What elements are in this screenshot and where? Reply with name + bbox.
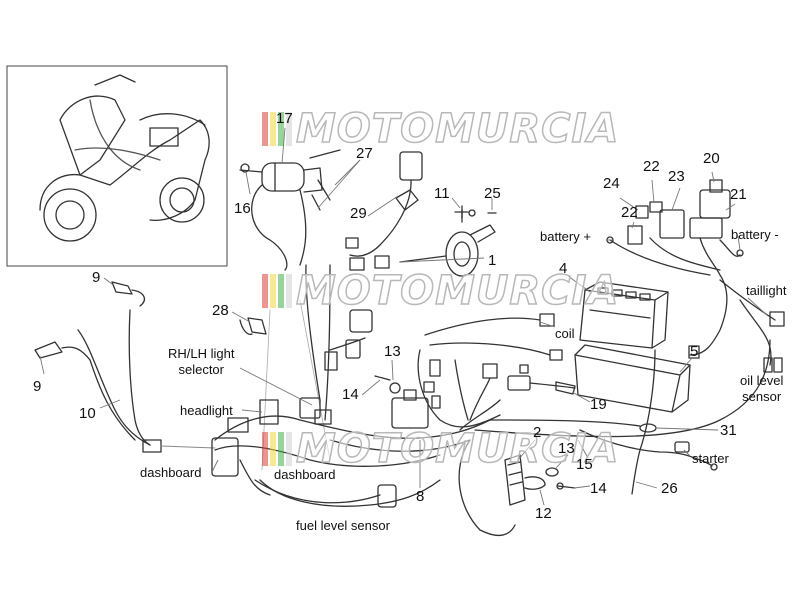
label-battery-plus: battery + — [540, 229, 591, 244]
callout-4: 4 — [559, 260, 568, 277]
callout-19: 19 — [590, 396, 607, 413]
part-16-17-27 — [239, 149, 341, 271]
part-29-connector — [345, 151, 423, 271]
watermark-bar — [262, 274, 268, 308]
callout-13b: 13 — [558, 440, 575, 457]
callout-11: 11 — [434, 185, 450, 202]
part-13-14-relay — [374, 375, 429, 429]
watermark-bar — [262, 432, 268, 466]
callout-24: 24 — [603, 175, 620, 192]
watermark-text-1: MOTOMURCIA — [295, 105, 620, 153]
part-1-horn — [399, 209, 496, 277]
watermark-bar — [286, 432, 292, 466]
label-dashboard-center: dashboard — [274, 467, 336, 482]
part-4-battery — [579, 281, 669, 349]
part-2-12-regulator — [504, 454, 576, 506]
callout-27: 27 — [356, 145, 373, 162]
watermark-bar — [286, 112, 292, 146]
watermark-bars-1 — [262, 112, 292, 146]
watermark-bar — [270, 274, 276, 308]
callout-21: 21 — [730, 186, 747, 203]
callout-22a: 22 — [643, 158, 660, 175]
callout-15: 15 — [576, 456, 593, 473]
callout-2: 2 — [533, 424, 542, 441]
callout-25: 25 — [484, 185, 501, 202]
watermark-bar — [286, 274, 292, 308]
main-harness-8 — [211, 264, 491, 508]
callout-9b: 9 — [33, 378, 42, 395]
label-coil: coil — [555, 326, 575, 341]
part-5-battery-tray — [574, 344, 691, 413]
callout-9a: 9 — [92, 269, 101, 286]
part-11-25-bolts — [454, 205, 497, 219]
callout-14a: 14 — [342, 386, 359, 403]
callout-26: 26 — [661, 480, 678, 497]
callout-16: 16 — [234, 200, 251, 217]
callout-20: 20 — [703, 150, 720, 167]
callout-17: 17 — [276, 110, 293, 127]
coil-harness — [417, 313, 771, 537]
label-dashboard-left: dashboard — [140, 465, 202, 480]
callout-1: 1 — [488, 252, 497, 269]
callout-10: 10 — [79, 405, 96, 422]
watermark-bar — [262, 112, 268, 146]
callout-22b: 22 — [621, 204, 638, 221]
callout-31: 31 — [720, 422, 737, 439]
watermark-bar — [278, 112, 284, 146]
callout-14b: 14 — [590, 480, 607, 497]
callout-8: 8 — [416, 488, 425, 505]
watermark-text-2: MOTOMURCIA — [295, 267, 620, 315]
relays-20-24 — [606, 179, 785, 373]
callout-29: 29 — [350, 205, 367, 222]
scooter-overview-inset — [6, 65, 228, 267]
part-15-26-cables — [579, 349, 718, 495]
watermark-bars-2 — [262, 274, 292, 308]
watermark-bars-3 — [262, 432, 292, 466]
watermark-text-3: MOTOMURCIA — [295, 425, 620, 473]
label-taillight: taillight — [746, 283, 787, 298]
part-28-clip — [239, 317, 267, 336]
label-starter: starter — [692, 451, 729, 466]
watermark-bar — [278, 274, 284, 308]
callout-28: 28 — [212, 302, 229, 319]
watermark-bar — [278, 432, 284, 466]
label-headlight: headlight — [180, 403, 233, 418]
callout-13a: 13 — [384, 343, 401, 360]
label-fuel-level-sensor: fuel level sensor — [296, 518, 390, 533]
part-19-diode — [555, 381, 576, 395]
label-oil-level-sensor: oil level sensor — [740, 373, 784, 404]
part-9-10-harness — [34, 281, 216, 453]
label-battery-minus: battery - — [731, 227, 779, 242]
callout-5: 5 — [690, 343, 699, 360]
watermark-bar — [270, 432, 276, 466]
callout-12: 12 — [535, 505, 552, 522]
watermark-bar — [270, 112, 276, 146]
label-rh-lh-light-selector: RH/LH light selector — [168, 346, 235, 377]
callout-23: 23 — [668, 168, 685, 185]
